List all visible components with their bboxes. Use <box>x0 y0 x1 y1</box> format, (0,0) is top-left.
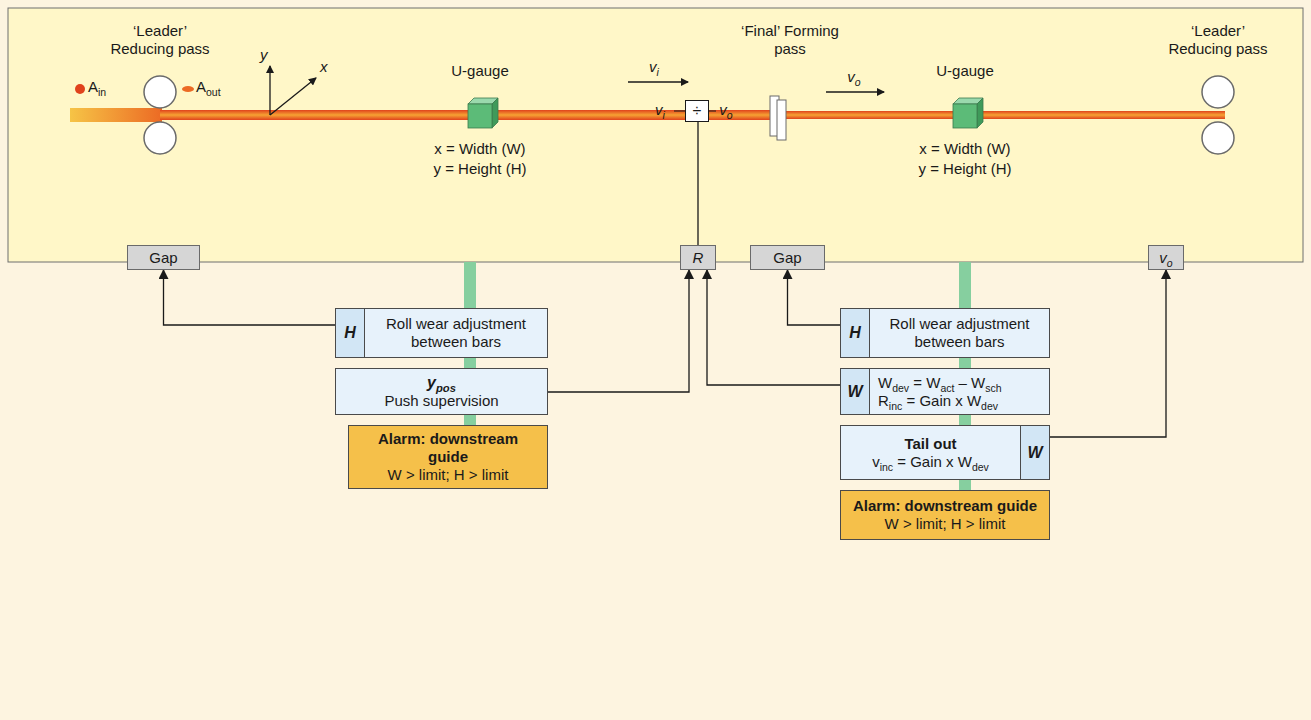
roll <box>144 122 176 154</box>
divider-box: ÷ <box>685 100 709 122</box>
box-text: Roll wear adjustment between bars <box>373 315 539 351</box>
axis <box>270 78 316 115</box>
signal-line <box>674 111 685 112</box>
subscript: out <box>206 86 221 98</box>
box-label: vo <box>1159 249 1172 267</box>
label: y = Height (H) <box>895 160 1035 178</box>
signal-letter: W <box>847 382 862 401</box>
label: vi <box>639 58 669 76</box>
label: vo <box>714 101 738 119</box>
box-text: Push supervision <box>384 392 498 410</box>
alarm-title: Alarm: downstream guide <box>853 497 1037 515</box>
letter-cell: W <box>841 369 870 414</box>
connector <box>1050 270 1166 437</box>
signal-letter: H <box>344 323 356 342</box>
box-label: Gap <box>773 249 801 267</box>
label: Aout <box>196 78 221 96</box>
box-text: Rinc = Gain x Wdev <box>878 392 998 410</box>
signal-name: ypos <box>427 373 456 392</box>
connector <box>707 270 840 385</box>
alarm-box: Alarm: downstream guideW > limit; H > li… <box>840 490 1050 540</box>
roll <box>144 76 176 108</box>
letter-cell: H <box>841 309 870 357</box>
label: vi <box>648 101 672 119</box>
letter-cell: H <box>336 309 365 357</box>
label: ‘Final’ Forming pass <box>735 22 845 58</box>
operator-symbol: ÷ <box>693 101 702 120</box>
alarm-text: W > limit; H > limit <box>885 515 1006 533</box>
signal-box: Gap <box>750 245 825 270</box>
alarm-box: Alarm: downstream guideW > limit; H > li… <box>348 425 548 489</box>
connector <box>788 270 841 325</box>
box-label: R <box>693 249 704 267</box>
subscript: inc <box>880 461 893 473</box>
u-gauge-cube <box>468 98 498 128</box>
alarm-title: Alarm: downstream guide <box>357 430 539 466</box>
label: x <box>320 58 328 76</box>
u-gauge-cube <box>953 98 983 128</box>
subscript: dev <box>972 461 989 473</box>
signal-letter: H <box>849 323 861 342</box>
subscript: i <box>657 66 659 78</box>
label: U-gauge <box>905 62 1025 80</box>
label: vo <box>839 68 869 86</box>
control-box: W Wdev = Wact – WschRinc = Gain x Wdev <box>840 368 1050 415</box>
box-text: Tail out <box>904 435 956 453</box>
box-body: Roll wear adjustment between bars <box>365 309 547 357</box>
label: y <box>260 46 268 64</box>
connector <box>164 270 336 325</box>
label: U-gauge <box>420 62 540 80</box>
label: ‘Leader’ Reducing pass <box>100 22 220 58</box>
box-text: Roll wear adjustment between bars <box>878 315 1041 351</box>
box-body: Wdev = Wact – WschRinc = Gain x Wdev <box>870 369 1049 414</box>
roll <box>1202 122 1234 154</box>
forming-plate <box>777 100 786 140</box>
mill-panel <box>8 8 1303 262</box>
label: x = Width (W) <box>895 140 1035 158</box>
bar-entry <box>70 108 162 122</box>
signal-line <box>709 111 716 112</box>
label: x = Width (W) <box>410 140 550 158</box>
control-box: Tail outvinc = Gain x Wdev W <box>840 425 1050 480</box>
speed-arrow <box>826 91 884 92</box>
subscript: in <box>98 86 106 98</box>
letter-cell: W <box>1020 426 1049 479</box>
speed-arrow <box>628 81 688 82</box>
signal-box: R <box>680 245 716 270</box>
subscript: i <box>663 109 665 121</box>
bar <box>160 110 775 120</box>
signal-box: vo <box>1148 245 1184 270</box>
alarm-text: W > limit; H > limit <box>388 466 509 484</box>
bar <box>775 111 1225 119</box>
control-box: H Roll wear adjustment between bars <box>335 308 548 358</box>
area-dot <box>75 84 85 94</box>
label: Ain <box>88 78 106 96</box>
area-dot <box>182 86 194 92</box>
roll <box>1202 76 1234 108</box>
subscript: o <box>727 109 733 121</box>
control-box: yposPush supervision <box>335 368 548 415</box>
label: ‘Leader’ Reducing pass <box>1163 22 1273 58</box>
box-label: Gap <box>149 249 177 267</box>
subscript: dev <box>981 400 998 412</box>
subscript: o <box>855 76 861 88</box>
connector <box>548 270 689 392</box>
signal-letter: W <box>1027 443 1042 462</box>
subscript: o <box>1167 257 1173 269</box>
axis <box>269 66 270 115</box>
control-box: H Roll wear adjustment between bars <box>840 308 1050 358</box>
box-body: Tail outvinc = Gain x Wdev <box>841 426 1020 479</box>
label: y = Height (H) <box>410 160 550 178</box>
subscript: sch <box>985 382 1001 394</box>
box-body: Roll wear adjustment between bars <box>870 309 1049 357</box>
signal-box: Gap <box>127 245 200 270</box>
connector <box>697 122 698 245</box>
subscript: inc <box>889 400 902 412</box>
box-text: Wdev = Wact – Wsch <box>878 374 1002 392</box>
box-text: vinc = Gain x Wdev <box>872 453 989 471</box>
